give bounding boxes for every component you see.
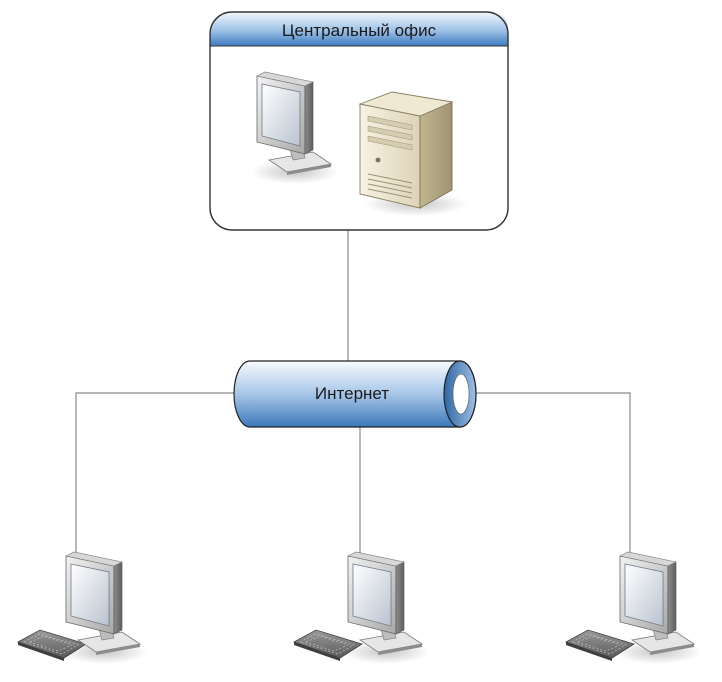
branch-workstation-left bbox=[17, 551, 149, 665]
internet-label: Интернет bbox=[315, 384, 389, 403]
server-tower-icon bbox=[359, 91, 469, 217]
link-internet-to-branch-right bbox=[476, 392, 631, 555]
branch-workstation-right bbox=[565, 551, 703, 665]
monitor-icon bbox=[613, 551, 703, 665]
monitor-icon bbox=[341, 551, 431, 665]
internet-pipe: Интернет bbox=[233, 360, 477, 428]
central-office-title: Центральный офис bbox=[282, 21, 437, 40]
monitor-icon bbox=[59, 551, 149, 665]
link-internet-to-branch-left bbox=[75, 392, 236, 555]
central-office-box: Центральный офис bbox=[209, 11, 509, 231]
branch-workstation-center bbox=[293, 551, 431, 665]
office-monitor-icon bbox=[250, 71, 340, 185]
connection-lines bbox=[75, 230, 631, 555]
